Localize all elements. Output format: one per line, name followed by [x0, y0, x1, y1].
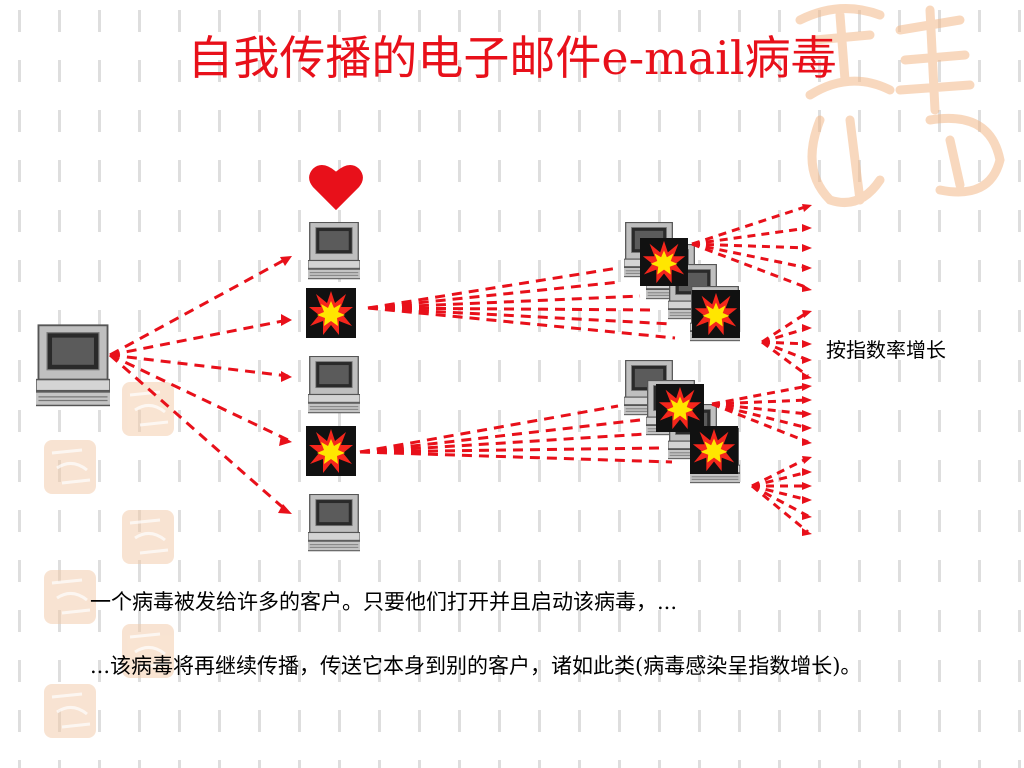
- source-computer-icon: [36, 324, 110, 407]
- virus-burst-icon: [692, 290, 740, 338]
- virus-burst-icon: [306, 288, 356, 338]
- upper-spread-arrows: [367, 266, 676, 340]
- virus-burst-icon: [690, 426, 738, 474]
- caption-first: 一个病毒被发给许多的客户。只要他们打开并且启动该病毒，...: [90, 590, 678, 614]
- auspicious-seal-icon: [795, 4, 1005, 207]
- auspicious-seal-icon: [51, 390, 169, 729]
- lower-infected-cluster: [624, 360, 740, 484]
- virus-burst-icon: [656, 384, 704, 432]
- client-computer-icon: [308, 494, 360, 552]
- arrowheads: [278, 256, 292, 514]
- growth-label: 按指数率增长: [826, 338, 946, 362]
- caption-second: ...该病毒将再继续传播，传送它本身到别的客户，诸如此类(病毒感染呈指数增长)。: [90, 654, 862, 678]
- page-title: 自我传播的电子邮件e-mail病毒: [187, 31, 837, 85]
- virus-burst-icon: [640, 238, 688, 286]
- source-arrows: [109, 256, 289, 514]
- outward-spread-arrows: [691, 204, 809, 534]
- client-computer-icon: [308, 222, 360, 280]
- heart-icon: [309, 165, 363, 211]
- outward-arrowheads: [802, 204, 812, 536]
- lower-spread-arrows: [359, 404, 673, 464]
- client-computer-icon: [308, 356, 360, 414]
- virus-burst-icon: [306, 426, 356, 476]
